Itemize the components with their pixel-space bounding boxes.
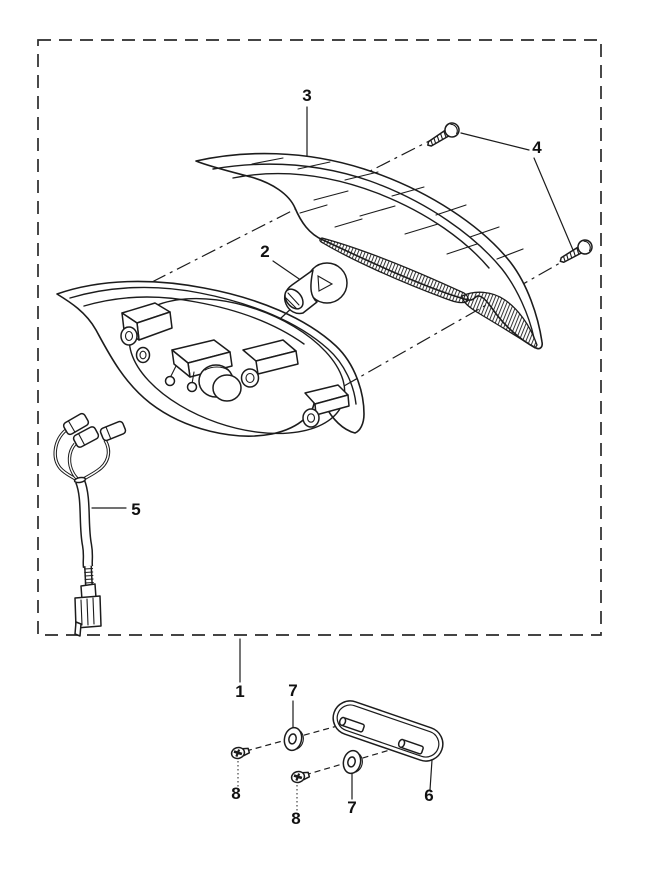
- housing-right-bracket: [240, 339, 299, 388]
- callout-8-right: 8: [291, 809, 300, 828]
- reflector-pin-left: [338, 716, 365, 733]
- tail-lamp-housing-drawing: [56, 280, 365, 437]
- reflector-screw-right: [290, 770, 311, 784]
- harness-connector: [74, 583, 102, 637]
- reflector-axis-upper: [245, 724, 342, 752]
- bulb-drawing: [272, 260, 348, 319]
- callout-2: 2: [260, 242, 269, 261]
- housing-bulb-socket: [164, 339, 242, 402]
- lens-reflection-ticks: [251, 157, 524, 260]
- housing-tail-bracket: [302, 384, 350, 428]
- reflector-screw-left: [230, 746, 251, 760]
- reflector-drawing: [332, 700, 444, 762]
- callout-1: 1: [235, 682, 244, 701]
- leader-4b: [533, 157, 574, 251]
- reflector-axis-lower: [304, 746, 401, 776]
- leader-lines: [91, 106, 574, 811]
- callout-labels: 1 2 3 4 5 6 7 7 8 8: [131, 86, 542, 828]
- reflector-kit: [230, 700, 444, 784]
- housing-left-bracket: [120, 302, 173, 364]
- wire-harness-drawing: [53, 412, 127, 637]
- callout-4: 4: [532, 138, 542, 157]
- lens-screw-top: [427, 122, 460, 147]
- screw-axis-line-lower: [343, 254, 575, 387]
- bulb-filament-mark: [317, 275, 334, 292]
- callout-3: 3: [302, 86, 311, 105]
- lens-hatched-corner: [461, 291, 538, 349]
- callout-8-left: 8: [231, 784, 240, 803]
- leader-4a: [460, 132, 530, 151]
- callout-6: 6: [424, 786, 433, 805]
- lens-screw-right: [559, 239, 593, 264]
- washer-bottom: [342, 749, 363, 775]
- reflector-pin-right: [397, 738, 424, 755]
- leader-6: [429, 759, 433, 791]
- harness-bullet-terminals: [62, 412, 127, 448]
- lens-hatched-crescent: [319, 237, 469, 304]
- washer-top: [283, 726, 304, 752]
- harness-sleeve: [73, 476, 94, 569]
- callout-7-top: 7: [288, 681, 297, 700]
- callout-7-bottom: 7: [347, 798, 356, 817]
- callout-5: 5: [131, 500, 140, 519]
- harness-crimp: [83, 565, 94, 588]
- assembly-boundary-box: [37, 39, 602, 636]
- lens-drawing: [195, 152, 543, 350]
